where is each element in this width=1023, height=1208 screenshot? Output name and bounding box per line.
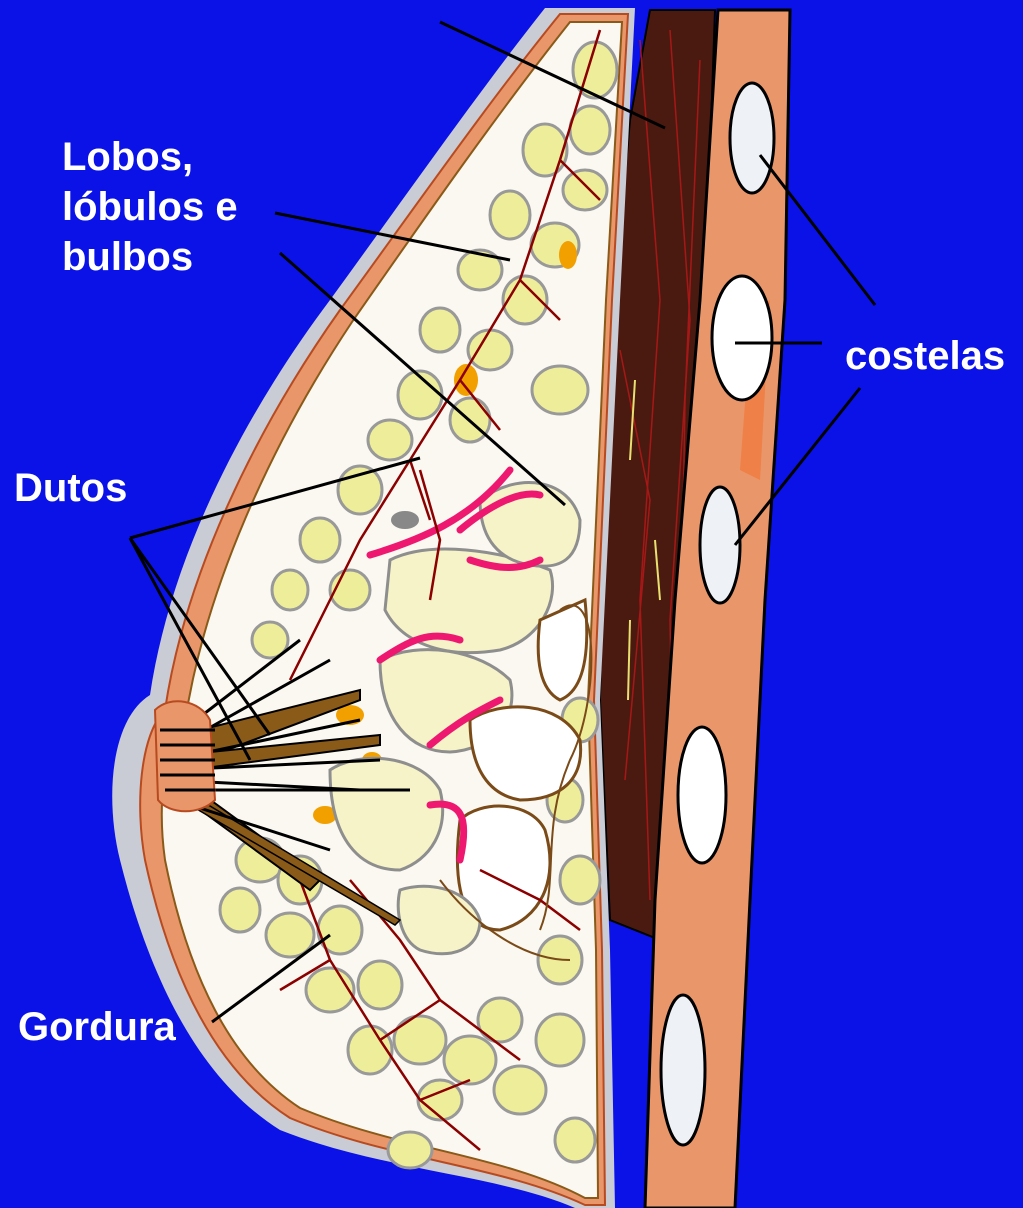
label-ribs: costelas (845, 331, 1005, 381)
label-ducts: Dutos (14, 463, 127, 513)
label-lobules: Lobos, lóbulos e bulbos (62, 132, 238, 282)
chest-wall (600, 10, 790, 1208)
rib-2 (712, 276, 772, 400)
rib-3 (700, 487, 740, 603)
label-lobules-line-3: bulbos (62, 232, 238, 282)
label-fat: Gordura (18, 1002, 176, 1052)
rib-1 (730, 83, 774, 193)
rib-5 (661, 995, 705, 1145)
nipple (155, 701, 215, 811)
label-lobules-line-1: Lobos, (62, 132, 238, 182)
label-lobules-line-2: lóbulos e (62, 182, 238, 232)
rib-4 (678, 727, 726, 863)
